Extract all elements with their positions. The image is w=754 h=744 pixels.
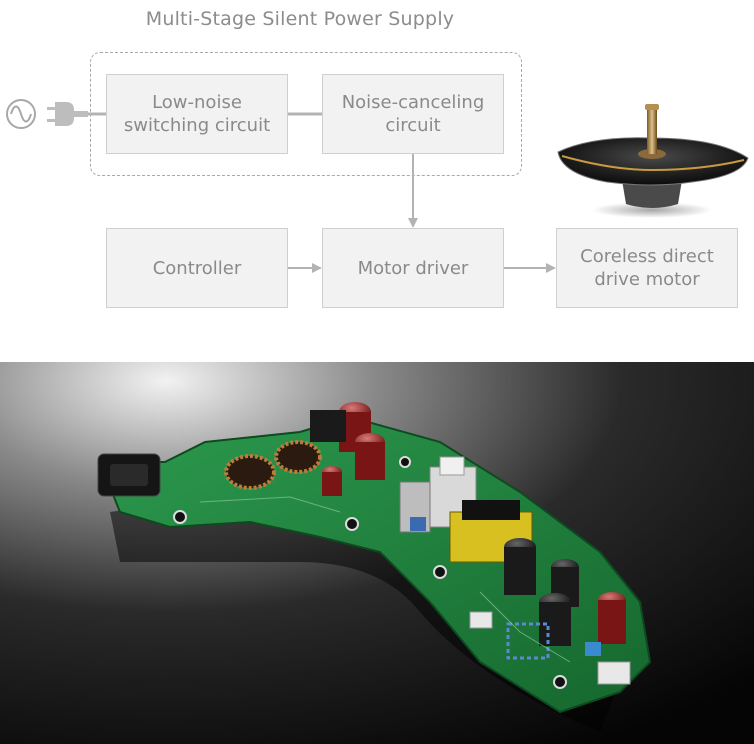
coreless-motor-label: Coreless direct drive motor xyxy=(580,246,714,290)
connector-lines xyxy=(6,99,556,273)
motor-driver-label: Motor driver xyxy=(357,257,469,279)
pcb-photo xyxy=(0,362,754,744)
ac-sine-icon xyxy=(6,99,36,129)
noise-canceling-label: Noise-canceling circuit xyxy=(341,92,485,136)
pcb-board xyxy=(98,415,652,714)
power-plug-icon xyxy=(47,102,88,126)
noise-canceling-circuit-block: Noise-canceling circuit xyxy=(322,74,504,154)
controller-label: Controller xyxy=(152,257,242,279)
low-noise-label: Low-noise switching circuit xyxy=(123,92,271,136)
motor-image xyxy=(557,104,749,218)
block-diagram: Multi-Stage Silent Power Supply xyxy=(0,0,754,362)
low-noise-switching-circuit-block: Low-noise switching circuit xyxy=(106,74,288,154)
coreless-direct-drive-motor-block: Coreless direct drive motor xyxy=(556,228,738,308)
controller-block: Controller xyxy=(106,228,288,308)
motor-driver-block: Motor driver xyxy=(322,228,504,308)
diagram-title: Multi-Stage Silent Power Supply xyxy=(145,8,455,30)
